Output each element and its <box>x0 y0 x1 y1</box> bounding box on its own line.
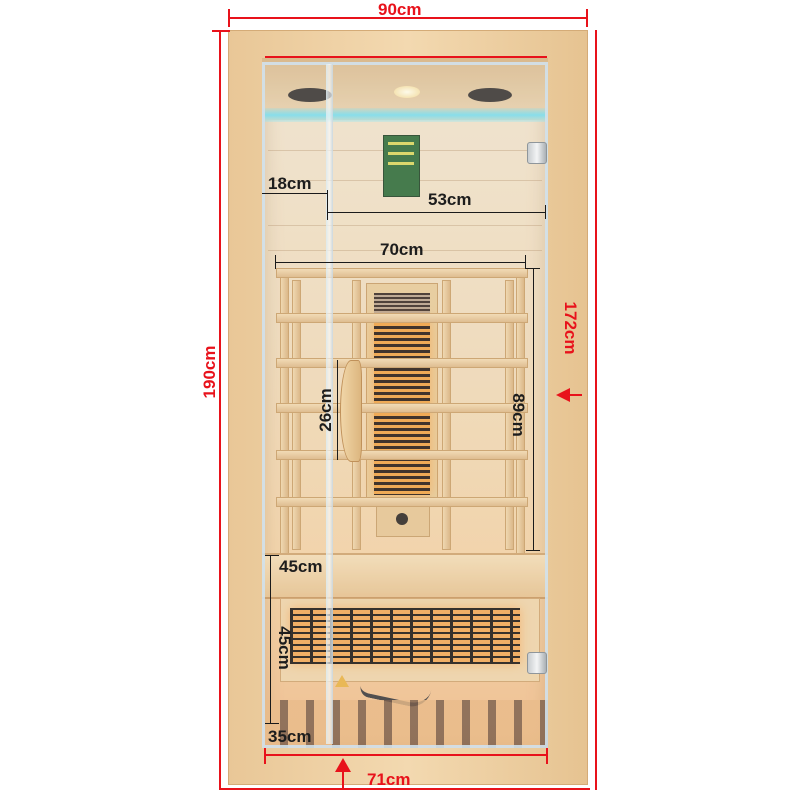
backrest-slat <box>276 313 528 323</box>
dimension-tick <box>265 555 279 556</box>
dimension-tick <box>275 255 276 269</box>
floor-grate <box>262 700 548 748</box>
wall-board-line <box>268 250 542 251</box>
glass-door-edge <box>326 64 333 744</box>
dimension-tick <box>228 9 230 27</box>
dimension-tick <box>526 268 540 269</box>
dimension-tick <box>212 30 230 32</box>
speaker-right <box>468 88 512 102</box>
label-glass-door-width: 53cm <box>428 190 472 209</box>
dimension-line-70cm <box>275 262 525 263</box>
glass-door[interactable] <box>262 62 548 748</box>
label-inner-width: 71cm <box>367 770 411 789</box>
dimension-line-inner-height <box>595 30 597 790</box>
dimension-line-53cm <box>328 212 546 213</box>
dimension-line-26cm <box>337 360 338 460</box>
label-outer-height: 190cm <box>200 345 219 399</box>
label-floor-gap: 35cm <box>268 727 312 746</box>
label-backrest-height: 89cm <box>509 393 528 437</box>
dimension-line-18cm <box>262 193 328 194</box>
label-bench-depth: 45cm <box>279 557 323 576</box>
dimension-tick <box>525 255 526 269</box>
dimension-line-inner-width <box>265 754 547 756</box>
dimension-tick <box>327 190 328 220</box>
arrow-left-icon <box>556 388 570 402</box>
label-outer-width: 90cm <box>378 0 422 19</box>
control-panel[interactable] <box>383 135 420 197</box>
speaker-left <box>288 88 332 102</box>
arrow-up-icon <box>335 758 351 772</box>
label-handle-height: 26cm <box>316 388 335 432</box>
dimension-tick <box>546 748 548 764</box>
backrest-post <box>442 280 451 550</box>
dimension-tick <box>264 748 266 764</box>
wall-board-line <box>268 225 542 226</box>
arrow-shaft <box>342 772 344 790</box>
label-bench-height: 45cm <box>275 626 294 670</box>
dimension-tick <box>265 723 279 724</box>
arrow-shaft <box>568 394 582 396</box>
backrest-slat <box>276 403 528 413</box>
dimension-line-bench <box>270 556 271 724</box>
door-hinge-bottom <box>527 652 547 674</box>
label-left-to-glass: 18cm <box>268 174 312 193</box>
dimension-line-inner-top <box>265 56 547 58</box>
backrest-slat <box>276 450 528 460</box>
ceiling-lamp <box>394 86 420 98</box>
heater-knob[interactable] <box>396 513 408 525</box>
dimension-line-outer-height <box>219 30 221 790</box>
backrest-post <box>292 280 301 550</box>
led-light-strip <box>262 108 548 122</box>
door-hinge-top <box>527 142 547 164</box>
dimension-tick <box>526 550 540 551</box>
heater-grille-top <box>374 293 430 315</box>
dimension-line-bottom <box>220 788 590 790</box>
dimension-line-outer-width <box>228 17 588 19</box>
dimension-line-89cm <box>533 268 534 550</box>
backrest-slat <box>276 268 528 278</box>
dimension-tick <box>545 205 546 219</box>
label-inner-height: 172cm <box>561 301 580 355</box>
bench <box>262 553 548 599</box>
backrest-slat <box>276 497 528 507</box>
label-backrest-width: 70cm <box>380 240 424 259</box>
backrest-slat <box>276 358 528 368</box>
door-handle[interactable] <box>340 360 362 462</box>
backrest-post <box>505 280 514 550</box>
dimension-tick <box>586 9 588 27</box>
heater-control-box <box>376 505 430 537</box>
